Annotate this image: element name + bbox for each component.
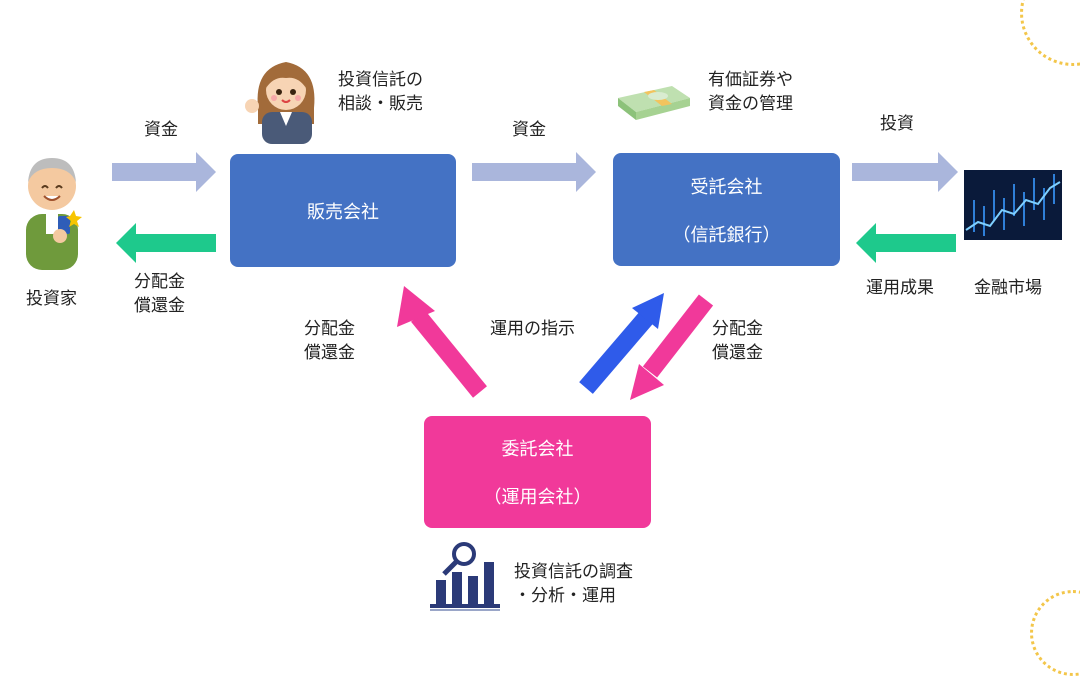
manager-role: 投資信託の調査 ・分析・運用 — [514, 562, 633, 606]
arrow-market-to-trustee — [856, 223, 956, 263]
flow-arrows — [112, 152, 958, 400]
trustee-name: 受託会社 — [690, 176, 763, 198]
arrow-manager-to-sales-head — [397, 286, 435, 327]
manager-box: 委託会社 （運用会社） — [424, 416, 651, 528]
market-label: 金融市場 — [974, 278, 1042, 298]
flow-label-sales-to-investor: 分配金 償還金 — [134, 272, 185, 316]
arrow-sales-to-investor — [116, 223, 216, 263]
flow-label-trustee-to-market: 投資 — [880, 114, 914, 134]
money-stack-icon — [618, 86, 690, 120]
trustee-sub: （信託銀行） — [672, 224, 781, 246]
sales-company-box: 販売会社 — [230, 154, 456, 267]
flow-label-investor-to-sales: 資金 — [144, 120, 178, 140]
investor-label: 投資家 — [26, 289, 77, 309]
elderly-man-icon — [26, 158, 82, 270]
arrow-manager-to-trustee-shaft — [579, 312, 653, 394]
flow-label-trustee-to-manager: 分配金 償還金 — [712, 319, 763, 363]
trustee-role: 有価証券や 資金の管理 — [708, 70, 793, 114]
arrow-trustee-to-market — [852, 152, 958, 192]
flow-label-manager-to-trustee: 運用の指示 — [490, 319, 575, 339]
sales-company-role: 投資信託の 相談・販売 — [338, 70, 423, 114]
flow-label-sales-to-trustee: 資金 — [512, 120, 546, 140]
arrow-manager-to-trustee-head — [632, 293, 664, 329]
arrow-sales-to-trustee — [472, 152, 596, 192]
flow-label-manager-to-sales: 分配金 償還金 — [304, 319, 355, 363]
magnifier-chart-icon — [430, 542, 500, 611]
saleswoman-icon — [245, 62, 315, 144]
arrow-manager-to-sales-shaft — [411, 310, 487, 398]
arrow-trustee-to-manager-shaft — [642, 294, 714, 378]
manager-name: 委託会社 — [501, 439, 574, 460]
sales-company-name: 販売会社 — [307, 201, 379, 223]
manager-sub: （運用会社） — [483, 487, 592, 508]
flow-label-market-to-trustee: 運用成果 — [866, 278, 934, 298]
arrow-trustee-to-manager-head — [630, 364, 664, 400]
trustee-box: 受託会社 （信託銀行） — [613, 153, 840, 266]
arrow-investor-to-sales — [112, 152, 216, 192]
stock-chart-icon — [964, 170, 1062, 240]
